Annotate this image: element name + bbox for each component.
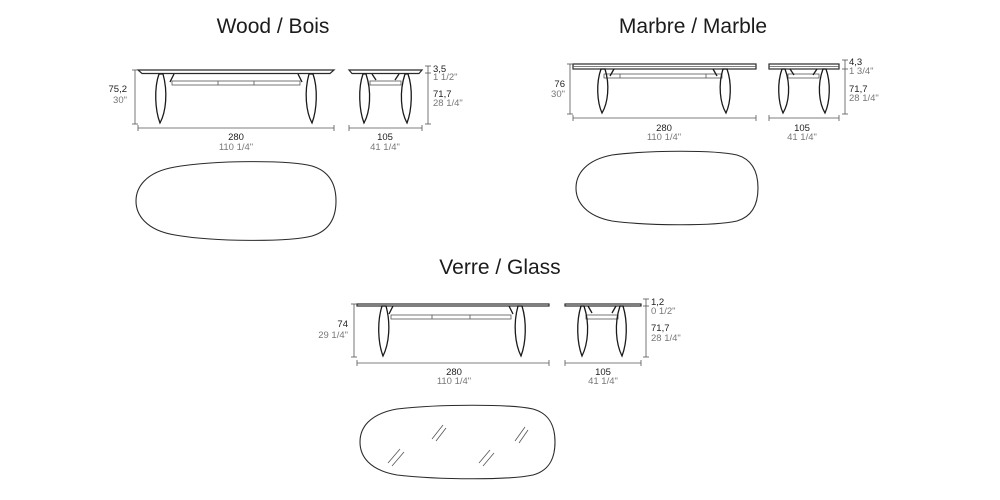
marble-height-cm: 76 — [554, 79, 565, 90]
glass-top-cm: 1,2 — [651, 297, 664, 308]
glass-side-view: 74 29 1/4" 280 110 1/4" — [318, 303, 550, 387]
glass-title: Verre / Glass — [439, 256, 561, 279]
wood-title: Wood / Bois — [216, 15, 330, 38]
marble-top-in: 1 3/4" — [849, 66, 874, 77]
glass-under-in: 28 1/4" — [651, 333, 681, 344]
glass-length-cm: 280 — [446, 367, 462, 378]
glass-drawings: 74 29 1/4" 280 110 1/4" 1,2 0 1/2" 71,7 … — [318, 297, 681, 480]
glass-length-in: 110 1/4" — [437, 376, 471, 387]
wood-height-in: 30" — [113, 95, 127, 106]
wood-top-in: 1 1/2" — [433, 72, 458, 83]
marble-drawings: 76 30" 280 110 1/4" 4,3 1 3/4" 71,7 28 1… — [551, 57, 879, 226]
glass-top-in: 0 1/2" — [651, 306, 676, 317]
marble-width-cm: 105 — [794, 123, 810, 134]
wood-top-view — [135, 161, 337, 241]
marble-top-cm: 4,3 — [849, 57, 862, 68]
wood-length-in: 110 1/4" — [219, 142, 253, 153]
marble-length-in: 110 1/4" — [647, 132, 681, 143]
wood-top-cm: 3,5 — [433, 64, 446, 75]
marble-height-in: 30" — [551, 89, 565, 100]
wood-width-cm: 105 — [377, 132, 393, 143]
wood-end-view: 3,5 1 1/2" 71,7 28 1/4" 105 41 1/4" — [347, 64, 463, 153]
wood-length-cm: 280 — [228, 132, 244, 143]
marble-side-view: 76 30" 280 110 1/4" — [551, 63, 757, 143]
glass-top-view — [359, 404, 556, 480]
marble-end-view: 4,3 1 3/4" 71,7 28 1/4" 105 41 1/4" — [768, 57, 879, 143]
glass-under-cm: 71,7 — [651, 323, 670, 334]
glass-width-in: 41 1/4" — [588, 376, 618, 387]
marble-length-cm: 280 — [656, 123, 672, 134]
marble-width-in: 41 1/4" — [787, 132, 817, 143]
wood-width-in: 41 1/4" — [370, 142, 400, 153]
wood-under-in: 28 1/4" — [433, 98, 463, 109]
marble-under-in: 28 1/4" — [849, 93, 879, 104]
glass-end-view: 1,2 0 1/2" 71,7 28 1/4" 105 41 1/4" — [564, 297, 681, 387]
wood-under-cm: 71,7 — [433, 89, 452, 100]
glass-height-cm: 74 — [337, 319, 348, 330]
wood-height-cm: 75,2 — [109, 84, 128, 95]
glass-reflection-marks — [387, 424, 529, 467]
glass-height-in: 29 1/4" — [318, 330, 348, 341]
wood-side-view: 75,2 30" 280 110 1/4" — [109, 69, 336, 153]
marble-title: Marbre / Marble — [618, 15, 768, 38]
wood-drawings: 75,2 30" 280 110 1/4" 3,5 1 1/2" 71,7 — [109, 64, 463, 241]
marble-under-cm: 71,7 — [849, 84, 868, 95]
glass-width-cm: 105 — [595, 367, 611, 378]
marble-top-view — [575, 150, 759, 226]
